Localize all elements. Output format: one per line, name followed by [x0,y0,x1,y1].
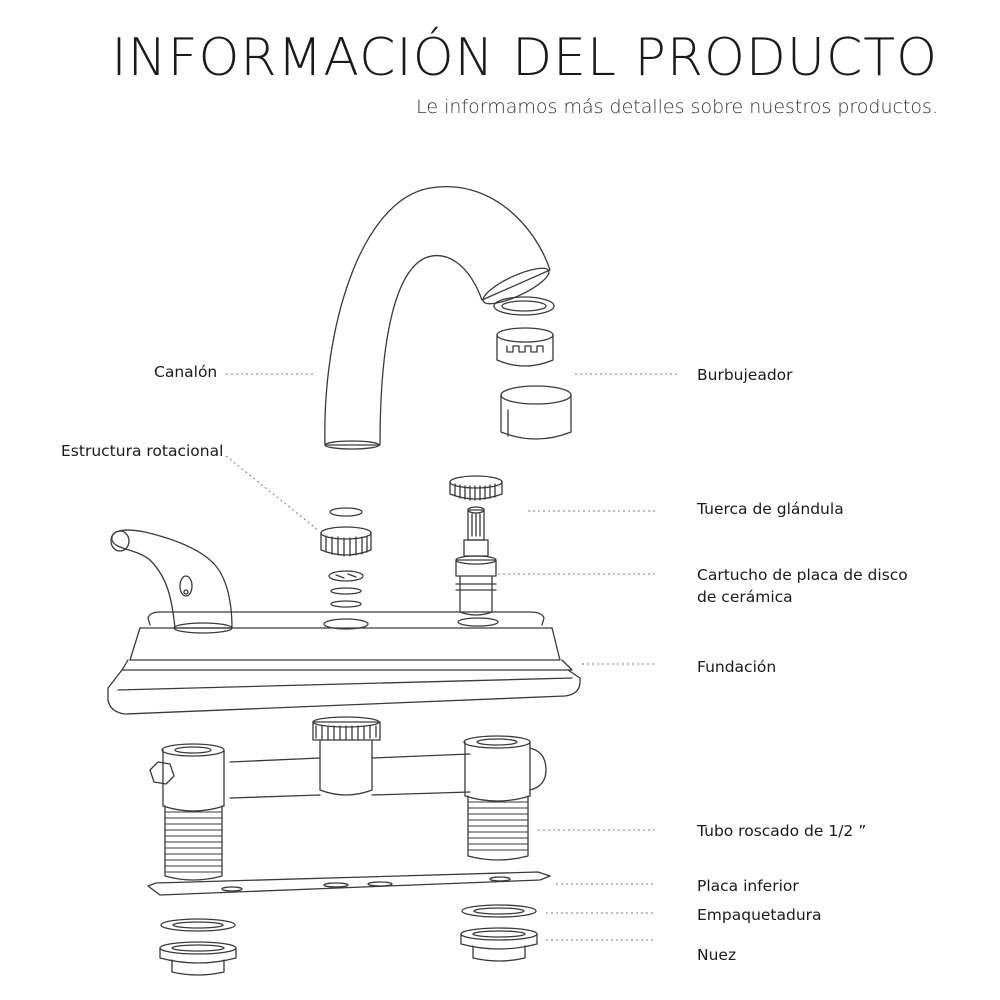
label-nuez: Nuez [697,946,737,964]
label-estructura-rotacional: Estructura rotacional [61,442,224,460]
leader-estructura [225,455,319,531]
gasket-left [160,918,236,932]
label-tubo-roscado: Tubo roscado de 1/2 ” [697,822,867,840]
label-cartucho-line-1: Cartucho de placa de disco [697,566,908,584]
handle-part [110,529,233,634]
label-cartucho-line-2: de cerámica [697,588,793,606]
label-empaquetadura: Empaquetadura [697,906,822,924]
bottom-plate-part [147,871,551,896]
threaded-tube-left [164,805,223,881]
label-placa-inferior: Placa inferior [697,877,799,895]
nut-right [460,927,538,962]
label-tuerca-de-glandula: Tuerca de glándula [697,500,844,518]
spout-part [324,186,551,450]
gland-nut-part [449,475,503,501]
threaded-tube-right [467,795,529,861]
nut-left [159,941,237,976]
gasket-right [461,904,537,918]
label-burbujeador: Burbujeador [697,366,793,384]
page-title: INFORMACIÓN DEL PRODUCTO [111,28,938,88]
label-canalon: Canalón [154,363,218,381]
aerator-part [493,296,572,440]
page-subtitle: Le informamos más detalles sobre nuestro… [416,96,938,118]
label-fundacion: Fundación [697,658,777,676]
foundation-part [107,611,581,715]
valve-body-part [149,716,547,812]
ceramic-cartridge-part [455,506,497,616]
rotational-structure-part [320,507,372,608]
